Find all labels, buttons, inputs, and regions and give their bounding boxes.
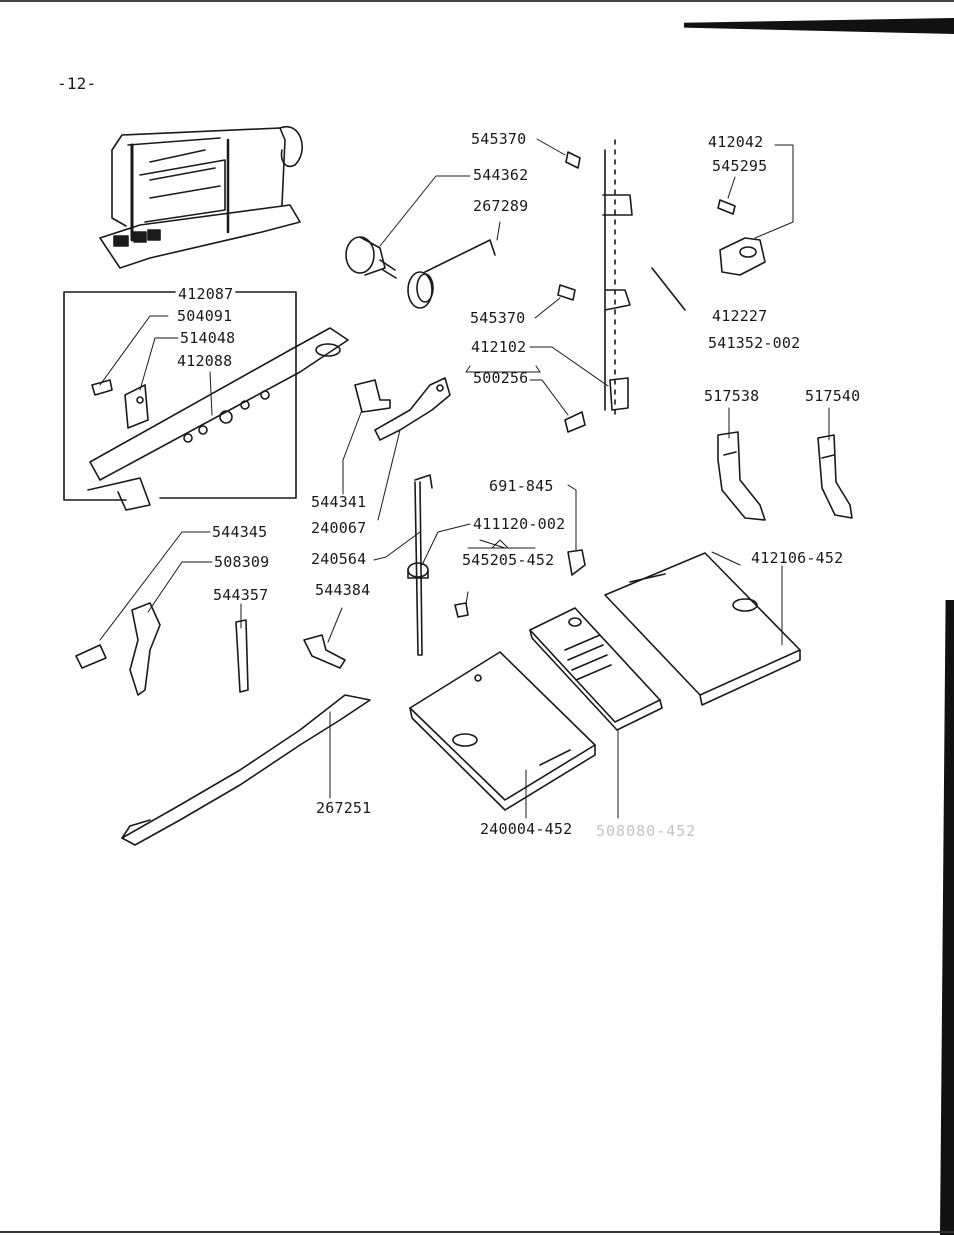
part-label-500256: 500256	[473, 369, 529, 387]
part-label-545370-mid: 545370	[470, 309, 526, 327]
part-label-412227: 412227	[712, 307, 768, 325]
part-267251	[121, 694, 371, 846]
part-label-691-845: 691-845	[489, 477, 554, 495]
part-500256	[564, 411, 586, 433]
part-544384	[303, 634, 346, 669]
part-label-267251: 267251	[316, 799, 372, 817]
part-label-412106-452: 412106-452	[751, 549, 844, 567]
part-label-508080-452: 508080-452	[596, 822, 697, 840]
part-label-240067: 240067	[311, 519, 367, 537]
part-label-545205-452: 545205-452	[462, 551, 555, 569]
part-label-508309: 508309	[214, 553, 270, 571]
part-needle-bar	[602, 139, 686, 419]
part-label-517538: 517538	[704, 387, 760, 405]
part-544362	[345, 236, 397, 279]
part-544345	[75, 644, 107, 669]
part-240067	[374, 377, 451, 441]
part-label-240004-452: 240004-452	[480, 820, 573, 838]
part-412106-452	[604, 552, 801, 706]
part-label-504091: 504091	[177, 307, 233, 325]
part-label-412088: 412088	[177, 352, 233, 370]
group-frame	[63, 291, 297, 501]
part-label-545295: 545295	[712, 157, 768, 175]
part-504091	[91, 379, 113, 396]
part-691-845	[567, 549, 586, 576]
part-412042	[717, 199, 736, 215]
part-545370-mid	[557, 284, 576, 301]
part-label-412042: 412042	[708, 133, 764, 151]
part-label-544384: 544384	[315, 581, 371, 599]
part-412088	[87, 327, 349, 511]
part-267289	[407, 239, 496, 309]
part-label-545370-top: 545370	[471, 130, 527, 148]
part-517540	[817, 434, 853, 519]
page-number: -12-	[57, 74, 97, 93]
part-label-412087: 412087	[178, 285, 234, 303]
part-240004-452	[409, 651, 596, 811]
part-412227	[719, 237, 766, 276]
part-508309	[129, 602, 161, 696]
part-240564	[407, 474, 433, 656]
part-514048	[124, 384, 149, 429]
part-label-240564: 240564	[311, 550, 367, 568]
part-label-544362: 544362	[473, 166, 529, 184]
part-label-544341: 544341	[311, 493, 367, 511]
part-label-411120-002: 411120-002	[473, 515, 566, 533]
bottom-border-line	[0, 1231, 954, 1233]
sewing-machine-illustration	[99, 125, 304, 269]
part-545370-top	[565, 151, 581, 169]
top-border-line	[0, 0, 954, 2]
part-517538	[717, 431, 766, 521]
part-label-412102: 412102	[471, 338, 527, 356]
part-544357	[235, 619, 249, 693]
part-label-541352: 541352-002	[708, 334, 801, 352]
part-label-517540: 517540	[805, 387, 861, 405]
part-544341	[354, 379, 391, 413]
part-label-514048: 514048	[180, 329, 236, 347]
part-label-544357: 544357	[213, 586, 269, 604]
part-label-544345: 544345	[212, 523, 268, 541]
part-508080-452	[529, 607, 663, 731]
part-label-267289: 267289	[473, 197, 529, 215]
part-545205-452	[454, 602, 469, 618]
leader-lines	[99, 138, 830, 819]
